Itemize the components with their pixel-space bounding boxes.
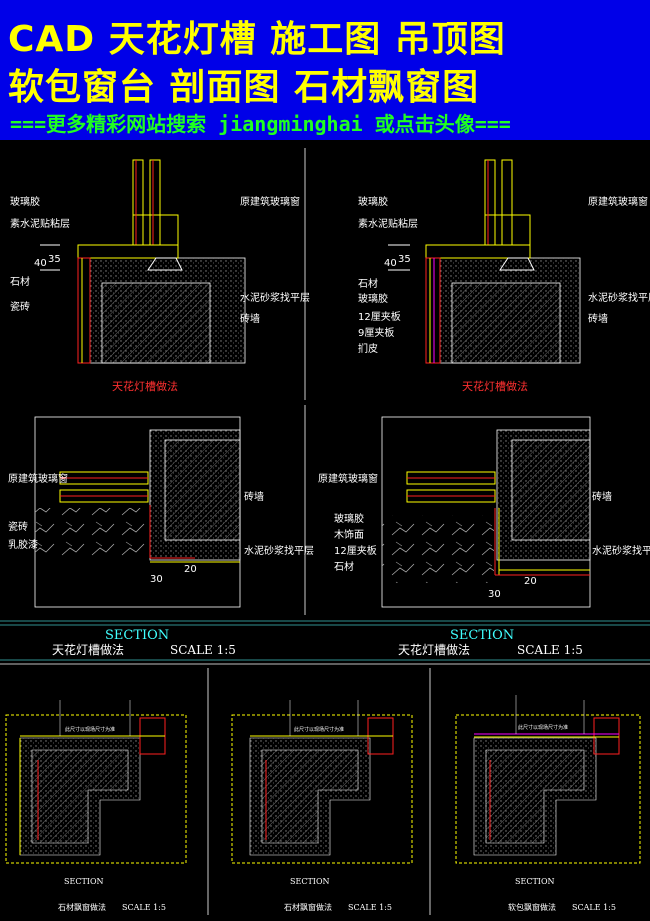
p4-label-1: 玻璃胶 (334, 512, 364, 525)
banner-title-line1: CAD 天花灯槽 施工图 吊顶图 (8, 19, 506, 60)
bottom-panel-b (231, 700, 413, 864)
p1-caption: 天花灯槽做法 (112, 379, 178, 393)
bottom-a-subtitle: 石材飘窗做法 (58, 902, 106, 912)
title-banner: CAD 天花灯槽 施工图 吊顶图 软包窗台 剖面图 石材飘窗图 ===更多精彩网… (0, 0, 650, 140)
section-subtitle-1: 天花灯槽做法 (52, 642, 124, 657)
p1-dim-0: 40 (34, 258, 47, 269)
p2-label-1: 素水泥贴粘层 (358, 217, 418, 230)
p4-label-3: 12厘夹板 (334, 544, 377, 557)
panel-1-window-sill (40, 159, 246, 364)
p1-label-2: 石材 (10, 275, 30, 288)
p2-caption: 天花灯槽做法 (462, 379, 528, 393)
p3-label-2: 乳胶漆 (8, 538, 38, 551)
p3-label-1: 瓷砖 (8, 520, 28, 533)
p4-dim-0: 30 (488, 589, 501, 600)
p2-label-6: 扪皮 (358, 342, 378, 355)
p2-label-4: 12厘夹板 (358, 310, 401, 323)
p4-dim-1: 20 (524, 576, 537, 587)
bottom-b-scale: SCALE 1:5 (348, 903, 392, 912)
section-subtitle-2: 天花灯槽做法 (398, 642, 470, 657)
section-scale-2: SCALE 1:5 (517, 643, 583, 657)
p1-right-label-0: 原建筑玻璃窗 (240, 195, 300, 208)
p2-dim-0: 40 (384, 258, 397, 269)
bottom-b-title: SECTION (290, 877, 330, 886)
p4-label-2: 木饰面 (334, 528, 364, 541)
p2-right-label-2: 砖墙 (588, 312, 608, 325)
p1-dim-1: 35 (48, 254, 61, 265)
banner-subtitle-link[interactable]: ===更多精彩网站搜索 jiangminghai 或点击头像=== (10, 112, 511, 136)
bottom-a-scale: SCALE 1:5 (122, 903, 166, 912)
p3-right-label-0: 砖墙 (244, 490, 264, 503)
banner-title-line2: 软包窗台 剖面图 石材飘窗图 (8, 67, 480, 108)
p4-right-label-0: 砖墙 (592, 490, 612, 503)
p3-label-0: 原建筑玻璃窗 (8, 472, 68, 485)
bottom-b-subtitle: 石材飘窗做法 (284, 902, 332, 912)
p2-label-3: 玻璃胶 (358, 292, 388, 305)
bottom-c-note: 此尺寸以现场尺寸为准 (518, 724, 568, 731)
p1-label-3: 瓷砖 (10, 300, 30, 313)
bottom-c-title: SECTION (515, 877, 555, 886)
p3-dim-1: 20 (184, 564, 197, 575)
section-scale-1: SCALE 1:5 (170, 643, 236, 657)
p2-label-5: 9厘夹板 (358, 326, 394, 339)
section-title-2: SECTION (450, 628, 514, 643)
bottom-panel-c (455, 695, 641, 864)
bottom-a-title: SECTION (64, 877, 104, 886)
p4-label-0: 原建筑玻璃窗 (318, 472, 378, 485)
p1-label-0: 玻璃胶 (10, 195, 40, 208)
section-title-1: SECTION (105, 628, 169, 643)
p2-right-label-0: 原建筑玻璃窗 (588, 195, 648, 208)
p3-dim-0: 30 (150, 574, 163, 585)
drawing-frame (0, 148, 650, 915)
bottom-a-note: 此尺寸以现场尺寸为准 (65, 726, 115, 733)
bottom-c-subtitle: 软包飘窗做法 (508, 902, 556, 912)
panel-2-window-sill (388, 159, 581, 364)
p3-right-label-1: 水泥砂浆找平层 (244, 544, 314, 557)
p1-right-label-1: 水泥砂浆找平层 (240, 291, 310, 304)
panel-3-ceiling-cove (34, 416, 241, 608)
panel-4-ceiling-cove (381, 416, 591, 608)
bottom-b-note: 此尺寸以现场尺寸为准 (294, 726, 344, 733)
p2-dim-1: 35 (398, 254, 411, 265)
p1-right-label-2: 砖墙 (240, 312, 260, 325)
p4-right-label-1: 水泥砂浆找平层 (592, 544, 650, 557)
p2-right-label-1: 水泥砂浆找平层 (588, 291, 650, 304)
bottom-panel-a (5, 700, 187, 864)
p2-label-2: 石材 (358, 277, 378, 290)
bottom-c-scale: SCALE 1:5 (572, 903, 616, 912)
p1-label-1: 素水泥贴粘层 (10, 217, 70, 230)
p4-label-4: 石材 (334, 560, 354, 573)
p2-label-0: 玻璃胶 (358, 195, 388, 208)
